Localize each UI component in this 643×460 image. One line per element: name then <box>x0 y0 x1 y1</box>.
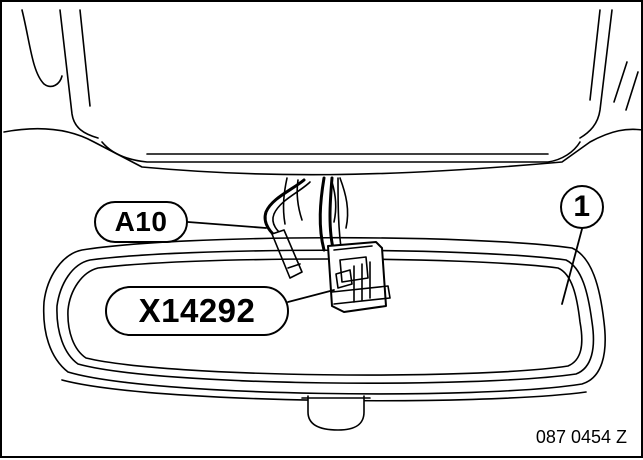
connector-clip <box>335 269 353 289</box>
mirror-inner-2 <box>67 258 583 376</box>
mirror-outer <box>42 236 606 395</box>
connector-top <box>333 245 373 251</box>
roof-console-right <box>579 9 613 139</box>
leader-x14292 <box>287 289 335 303</box>
leader-a10 <box>187 221 267 229</box>
roof-right-line-2 <box>625 71 639 111</box>
roof-left-bump <box>21 9 63 88</box>
roof-right-line-1 <box>613 61 628 103</box>
leader-part-1 <box>561 228 583 305</box>
callout-part-1: 1 <box>560 185 604 229</box>
mirror-nub <box>307 395 365 431</box>
sensor-a10-tip <box>287 263 301 269</box>
wire-a10 <box>263 178 306 240</box>
console-bottom-edge <box>101 141 581 163</box>
callout-a10: A10 <box>94 201 188 243</box>
wire-bundle-1 <box>318 176 326 252</box>
connector-pins <box>353 261 371 303</box>
callout-x14292: X14292 <box>105 286 289 336</box>
connector-latch <box>339 256 369 283</box>
connector-flange <box>331 285 391 305</box>
headliner-outline <box>3 128 643 176</box>
roof-console-right-inner <box>589 9 601 101</box>
mount-stem <box>282 177 349 229</box>
wire-bundle-3 <box>337 177 343 255</box>
roof-console-left <box>59 9 99 139</box>
mirror-inner-1 <box>56 249 595 384</box>
figure-id: 087 0454 Z <box>535 427 627 447</box>
roof-console-left-inner <box>79 9 91 107</box>
